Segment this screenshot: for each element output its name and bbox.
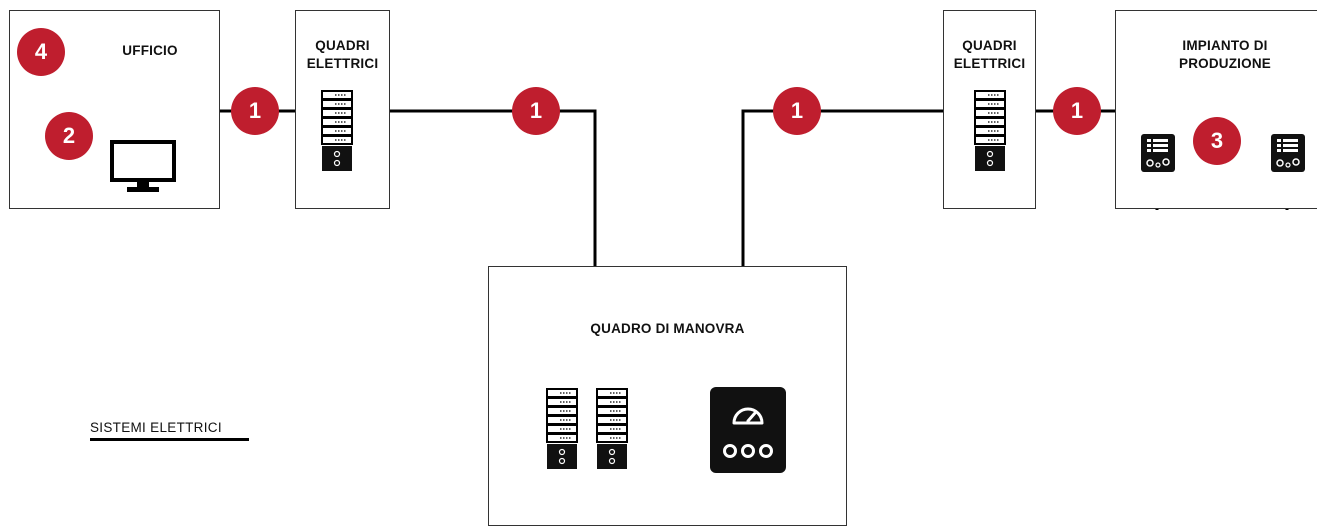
impianto-title-line2: PRODUZIONE — [1178, 56, 1271, 71]
connection-badge: 1 — [512, 87, 560, 135]
quadri-left-title: QUADRI ELETTRICI — [295, 37, 390, 73]
quadri-left-title-line2: ELETTRICI — [306, 56, 379, 71]
connection-badge: 1 — [773, 87, 821, 135]
impianto-title: IMPIANTO DI PRODUZIONE — [1160, 37, 1290, 73]
quadri-right-title-line1: QUADRI — [962, 38, 1017, 53]
wire-manovra-quadri-right — [741, 109, 944, 266]
wire-quadri-left-manovra — [389, 109, 597, 266]
impianto-badge: 3 — [1193, 117, 1241, 165]
legend-underline — [90, 438, 249, 441]
quadri-right-title-line2: ELETTRICI — [953, 56, 1026, 71]
machine-panel-icon — [1141, 134, 1175, 177]
quadri-right-title: QUADRI ELETTRICI — [943, 37, 1036, 73]
connection-badge: 1 — [231, 87, 279, 135]
legend-label: SISTEMI ELETTRICI — [90, 420, 222, 435]
quadri-left-title-line1: QUADRI — [315, 38, 370, 53]
impianto-title-line1: IMPIANTO DI — [1182, 38, 1268, 53]
server-rack-icon — [974, 90, 1006, 177]
gauge-panel-icon — [710, 387, 786, 478]
impianto-box — [1115, 10, 1317, 209]
machine-panel-icon — [1271, 134, 1305, 177]
ufficio-title: UFFICIO — [122, 43, 178, 58]
server-rack-icon — [321, 90, 353, 177]
monitor-badge: 2 — [45, 112, 93, 160]
server-rack-icon — [546, 388, 578, 475]
manovra-title: QUADRO DI MANOVRA — [590, 321, 745, 336]
ufficio-badge: 4 — [17, 28, 65, 76]
connection-badge: 1 — [1053, 87, 1101, 135]
manovra-box — [488, 266, 847, 526]
server-rack-icon — [596, 388, 628, 475]
monitor-icon — [110, 140, 176, 201]
